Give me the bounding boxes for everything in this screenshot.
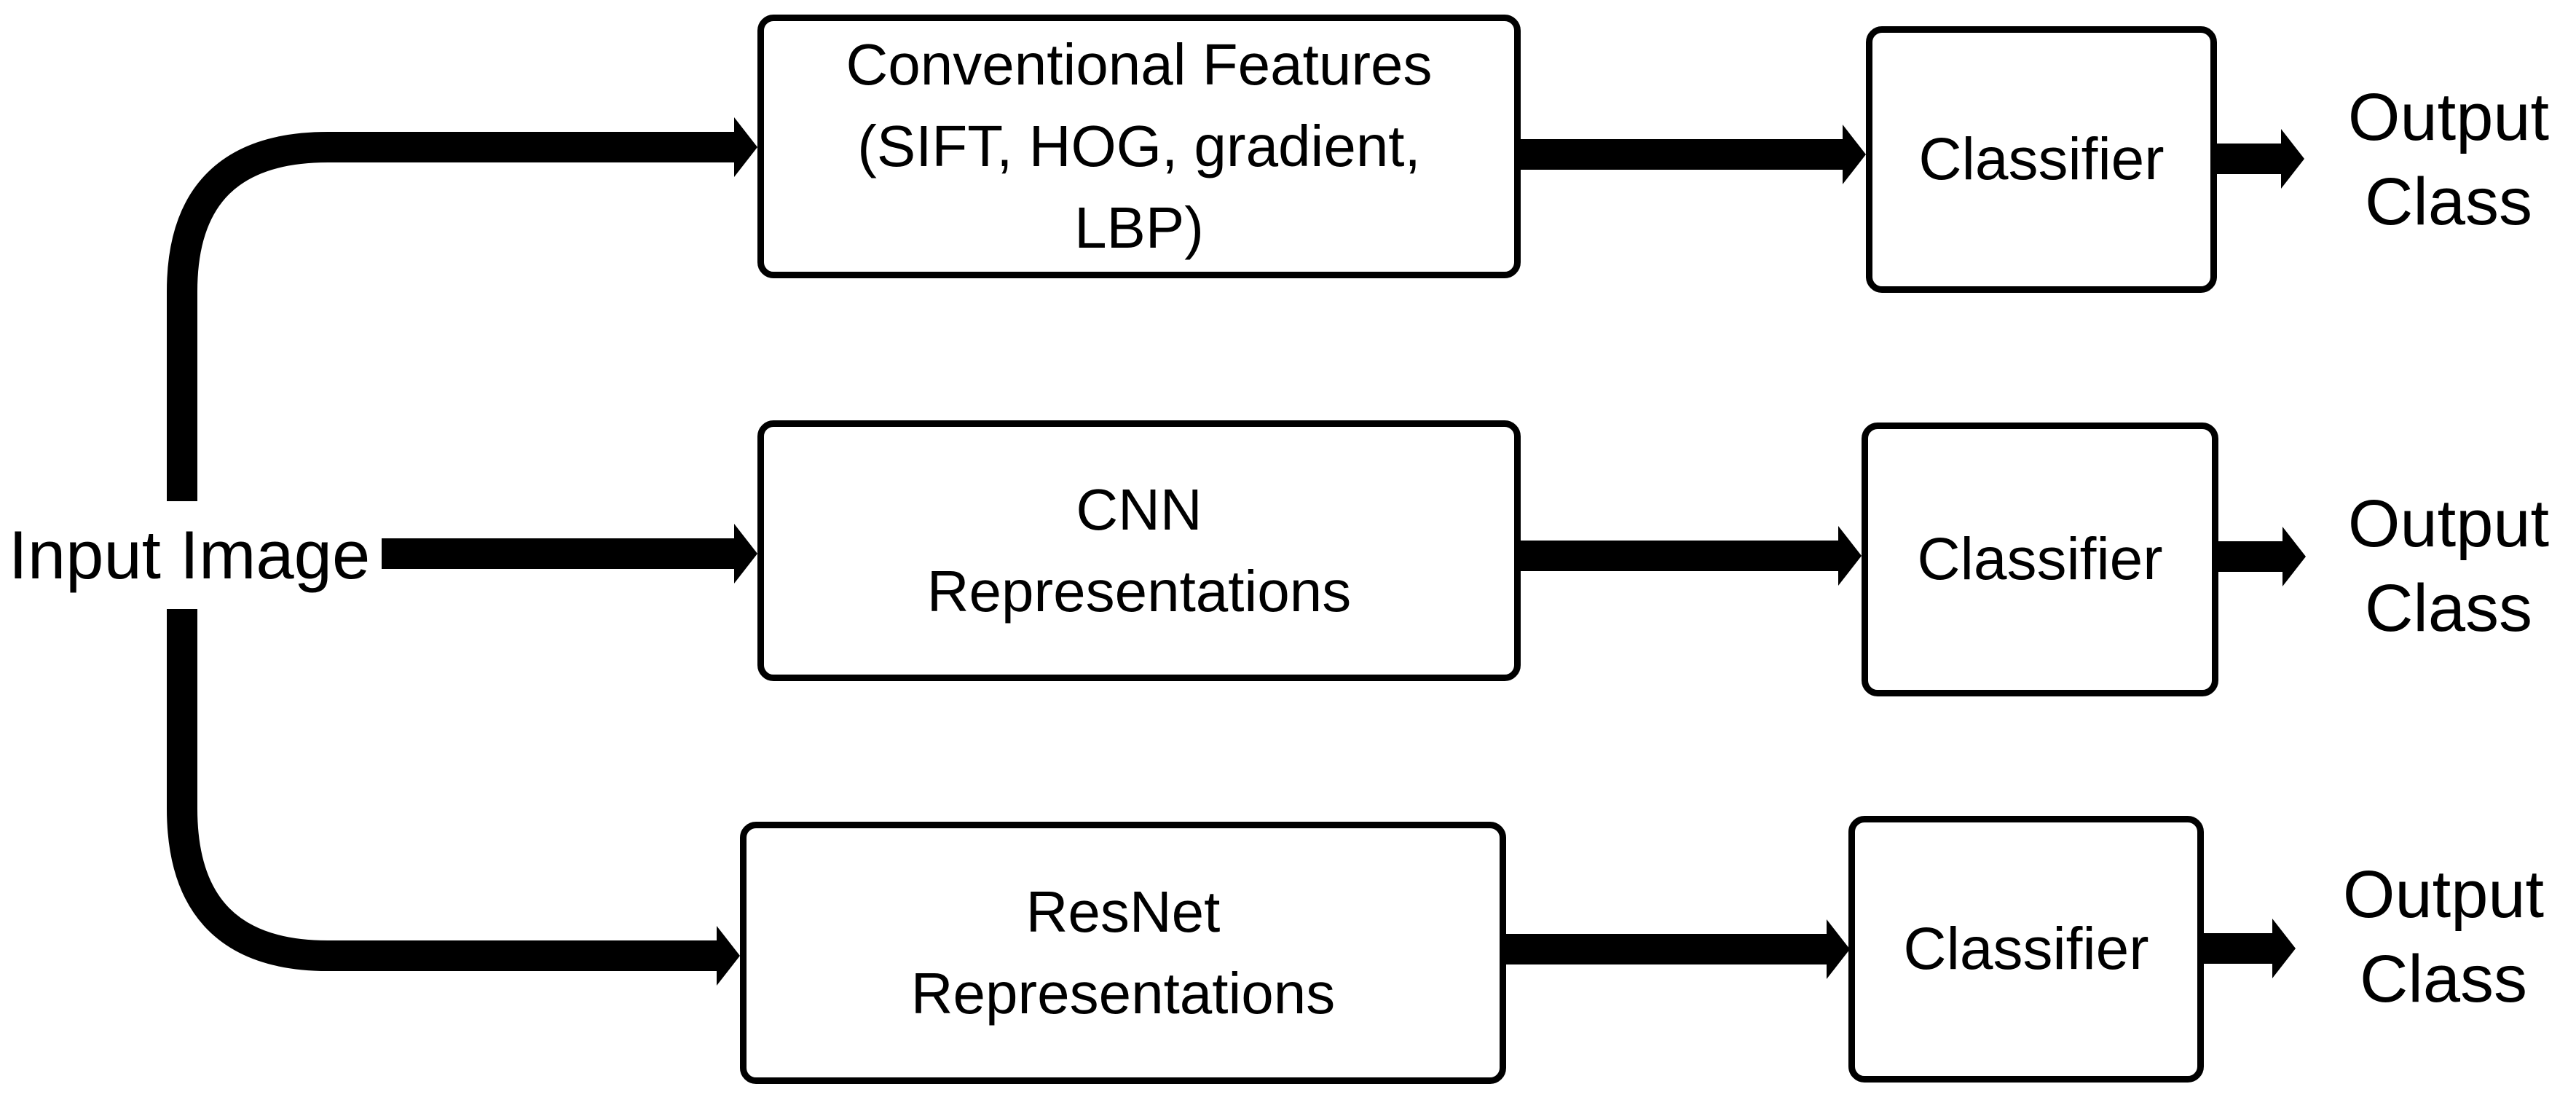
- output-class-label-3: Output Class: [2342, 857, 2545, 1016]
- classifier-box-2-label: Classifier: [1917, 526, 2163, 592]
- input-image-label-text: Input Image: [8, 516, 371, 593]
- feature-box-cnn-label: CNN Representations: [926, 477, 1352, 624]
- feature-box-resnet-label: ResNet Representations: [910, 879, 1336, 1026]
- feature-box-conventional-label: Conventional Features (SIFT, HOG, gradie…: [846, 32, 1433, 260]
- classifier-box-1-label: Classifier: [1918, 126, 2165, 192]
- classifier-box-3: Classifier: [1848, 816, 2204, 1083]
- output-class-label-2: Output Class: [2347, 487, 2550, 645]
- feature-box-resnet: ResNet Representations: [740, 822, 1506, 1084]
- arrow-input-to-resnet: [167, 583, 740, 986]
- arrow-input-to-conventional: [167, 117, 757, 721]
- classifier-box-2: Classifier: [1862, 423, 2218, 696]
- feature-box-conventional: Conventional Features (SIFT, HOG, gradie…: [757, 15, 1521, 278]
- output-class-label-1: Output Class: [2347, 80, 2550, 239]
- classifier-box-1: Classifier: [1866, 26, 2217, 293]
- feature-box-cnn: CNN Representations: [757, 420, 1521, 681]
- input-image-label: Input Image: [0, 501, 379, 609]
- classifier-box-3-label: Classifier: [1903, 916, 2149, 982]
